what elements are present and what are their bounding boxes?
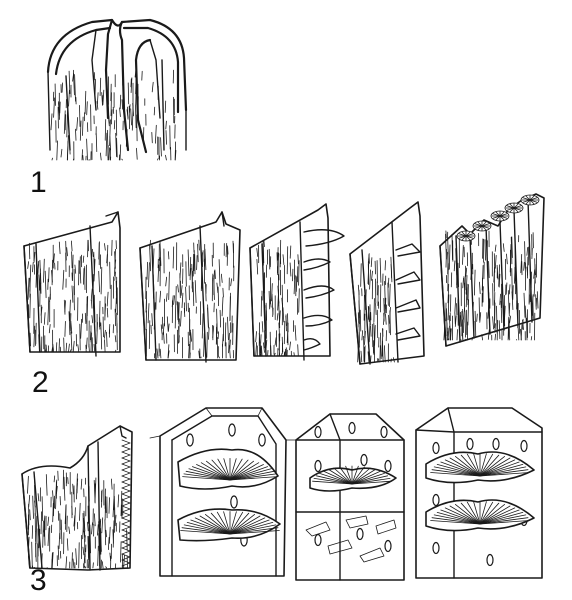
- cell-fans-3b: [149, 407, 297, 577]
- wall-fringe-d: [349, 201, 425, 365]
- wall-rosettes-e: [439, 193, 545, 347]
- panel-1-drawing: [46, 18, 188, 161]
- box-fans-3d: [415, 407, 543, 579]
- box-shelves-3c: [295, 413, 405, 581]
- panel-number-2: 2: [32, 366, 49, 399]
- wall-flange-b: [139, 211, 241, 363]
- panel-3-drawing: [21, 407, 543, 581]
- panel-number-1: 1: [30, 166, 47, 199]
- wall-plain-a: [23, 211, 121, 357]
- wall-serrated-3a: [21, 425, 133, 571]
- panel-number-3: 3: [30, 564, 47, 597]
- panel-2-drawing: [23, 193, 545, 365]
- wall-spines-c: [249, 203, 345, 361]
